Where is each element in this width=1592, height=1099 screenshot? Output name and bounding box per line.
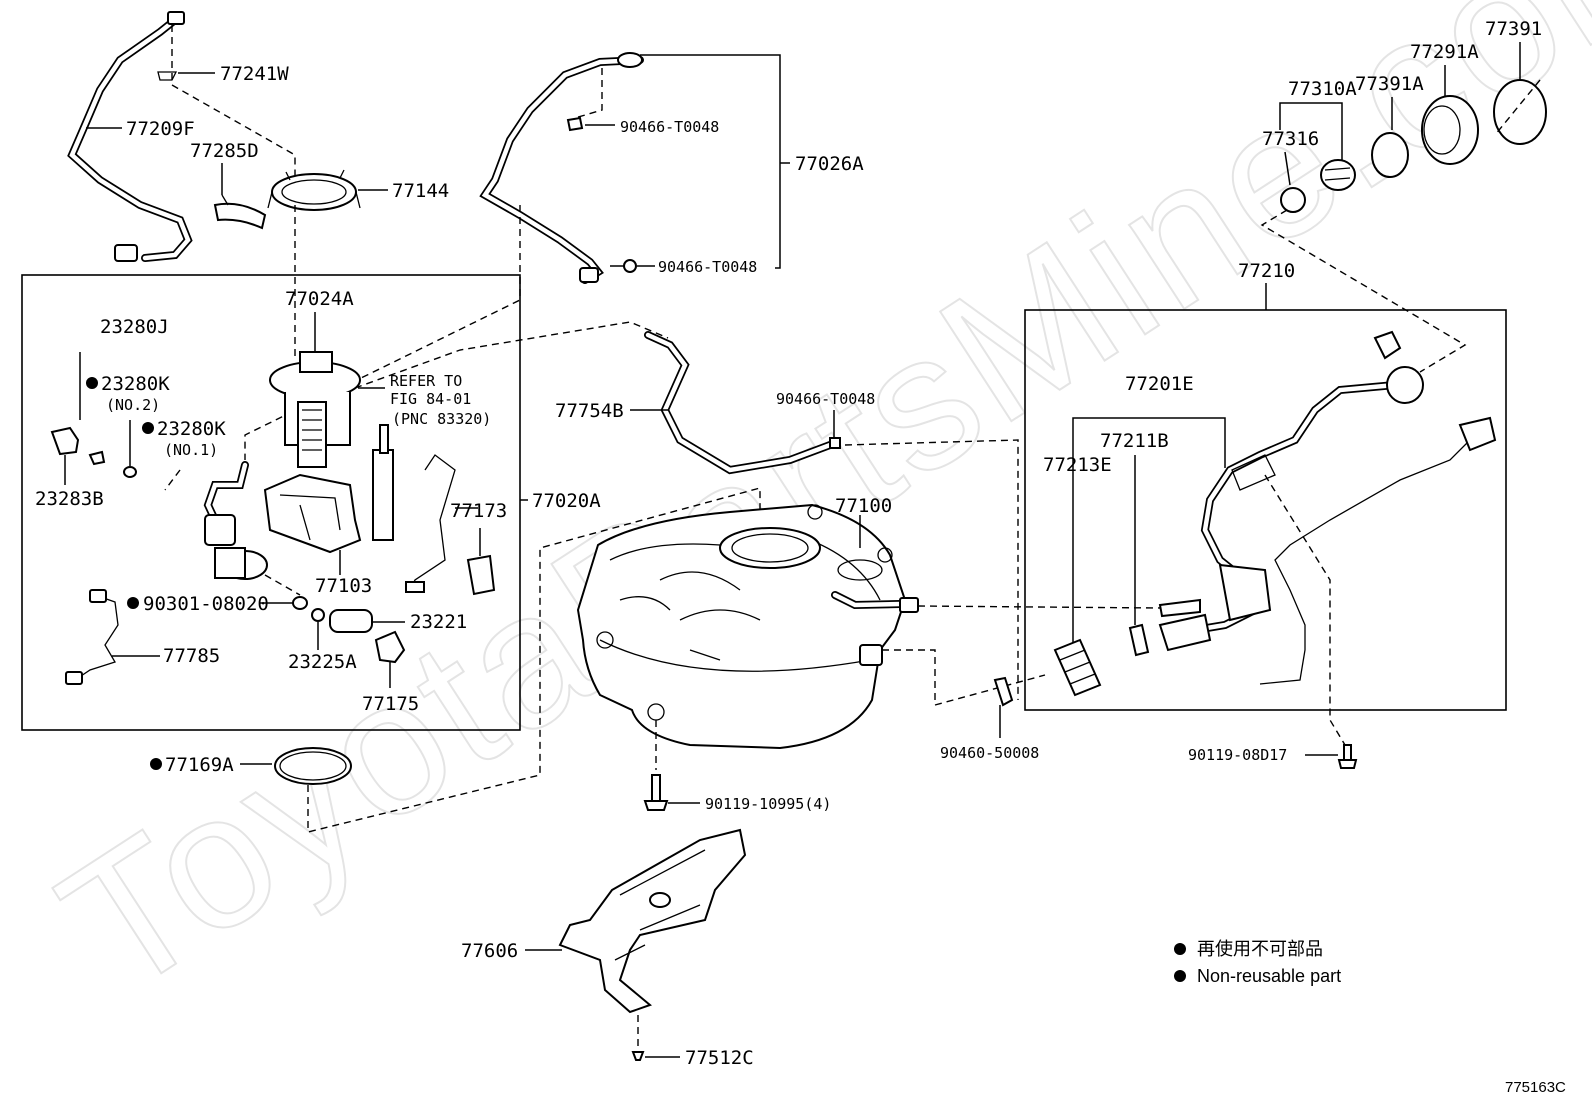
label-77144: 77144 bbox=[392, 180, 449, 202]
label-77103: 77103 bbox=[315, 575, 372, 597]
pump-assembly-box bbox=[21, 274, 521, 731]
label-77285d: 77285D bbox=[190, 140, 259, 162]
label-77291a: 77291A bbox=[1410, 41, 1479, 63]
protector-77606 bbox=[558, 828, 747, 1014]
label-77210: 77210 bbox=[1238, 260, 1295, 282]
gasket-77169a bbox=[274, 747, 352, 785]
label-77241w: 77241W bbox=[220, 63, 289, 85]
gasket-77391 bbox=[1493, 79, 1547, 145]
clip-90460-50008 bbox=[993, 676, 1014, 707]
label-77020a: 77020A bbox=[532, 490, 601, 512]
label-77173: 77173 bbox=[450, 500, 507, 522]
pump-23221 bbox=[311, 608, 373, 633]
label-77169a: 77169A bbox=[165, 754, 234, 776]
label-77201e: 77201E bbox=[1125, 373, 1194, 395]
level-sender bbox=[372, 424, 456, 593]
label-77209f: 77209F bbox=[126, 118, 195, 140]
non-reusable-dot-23280k-no2 bbox=[86, 377, 98, 389]
label-no1: (NO.1) bbox=[164, 441, 218, 459]
label-77175: 77175 bbox=[362, 693, 419, 715]
legend-line-1: 再使用不可部品 bbox=[1197, 939, 1323, 959]
hose-end bbox=[1158, 598, 1212, 652]
part-77173 bbox=[466, 554, 496, 596]
label-77100: 77100 bbox=[835, 495, 892, 517]
hose-77213e bbox=[1053, 638, 1102, 697]
vent-hose-77209f bbox=[67, 11, 193, 262]
sender-gauge-77103 bbox=[263, 473, 362, 554]
vent-tube-77026a bbox=[479, 52, 644, 284]
clip-90466-t0048-b bbox=[623, 259, 637, 273]
label-23280j: 23280J bbox=[100, 316, 169, 338]
clip-77512c bbox=[631, 1051, 645, 1061]
label-90119-08d17: 90119-08D17 bbox=[1188, 746, 1287, 764]
label-23280k-no2: 23280K bbox=[101, 373, 170, 395]
label-77211b: 77211B bbox=[1100, 430, 1169, 452]
gasket-77391a bbox=[1371, 132, 1409, 178]
hose-77754b bbox=[644, 331, 834, 475]
label-77026a: 77026A bbox=[795, 153, 864, 175]
label-no2: (NO.2) bbox=[106, 396, 160, 414]
wire-harness-77785 bbox=[65, 589, 119, 685]
strap-77316 bbox=[1280, 187, 1306, 213]
refer-note-line1: REFER TO bbox=[390, 372, 462, 390]
label-77512c: 77512C bbox=[685, 1047, 754, 1069]
refer-note-line3: (PNC 83320) bbox=[392, 410, 491, 428]
label-77391: 77391 bbox=[1485, 18, 1542, 40]
label-90301-08020: 90301-08020 bbox=[143, 593, 269, 615]
legend-dot-2 bbox=[1174, 970, 1186, 982]
clip-77241w bbox=[157, 71, 178, 81]
figure-code: 775163C bbox=[1505, 1079, 1566, 1096]
bolt-90119-10995 bbox=[643, 774, 669, 811]
label-23225a: 23225A bbox=[288, 651, 357, 673]
bracket-77285d bbox=[213, 194, 267, 230]
oring-90301-08020 bbox=[292, 596, 308, 610]
label-77310a: 77310A bbox=[1288, 78, 1357, 100]
non-reusable-dot-90301 bbox=[127, 597, 139, 609]
sensor-23283b bbox=[50, 426, 80, 456]
cap-77310a bbox=[1320, 159, 1356, 191]
label-77316: 77316 bbox=[1262, 128, 1319, 150]
label-90119-10995: 90119-10995(4) bbox=[705, 795, 831, 813]
refer-note-line2: FIG 84-01 bbox=[390, 390, 471, 408]
ring-77291a bbox=[1421, 95, 1479, 165]
clip-90466-t0048-c bbox=[829, 437, 841, 449]
legend-dot-1 bbox=[1174, 943, 1186, 955]
legend-line-2: Non-reusable part bbox=[1197, 966, 1341, 986]
label-90466-t0048-c: 90466-T0048 bbox=[776, 390, 875, 408]
fuel-tank-77100 bbox=[576, 503, 919, 750]
label-90460-50008: 90460-50008 bbox=[940, 744, 1039, 762]
label-77754b: 77754B bbox=[555, 400, 624, 422]
non-reusable-dot-77169a bbox=[150, 758, 162, 770]
non-reusable-dot-23280k-no1 bbox=[142, 422, 154, 434]
clip-90466-t0048-a bbox=[566, 116, 584, 132]
label-23280k-no1: 23280K bbox=[157, 418, 226, 440]
bolt-90119-08d17 bbox=[1337, 744, 1358, 769]
label-90466-t0048-a: 90466-T0048 bbox=[620, 118, 719, 136]
label-23283b: 23283B bbox=[35, 488, 104, 510]
filler-pipe-77201e bbox=[1191, 330, 1424, 634]
clamp-77211b bbox=[1128, 623, 1150, 657]
label-77785: 77785 bbox=[163, 645, 220, 667]
label-77213e: 77213E bbox=[1043, 454, 1112, 476]
fuel-pump-77024a bbox=[269, 351, 361, 468]
retainer-ring-77144 bbox=[267, 169, 361, 211]
label-77024a: 77024A bbox=[285, 288, 354, 310]
label-90466-t0048-b: 90466-T0048 bbox=[658, 258, 757, 276]
label-77606: 77606 bbox=[461, 940, 518, 962]
pressure-regulator bbox=[203, 461, 268, 580]
filter-77175 bbox=[374, 630, 406, 664]
label-23221: 23221 bbox=[410, 611, 467, 633]
breather-tube bbox=[1259, 416, 1497, 685]
oring-23280k-no2 bbox=[88, 450, 137, 478]
label-77391a: 77391A bbox=[1355, 73, 1424, 95]
